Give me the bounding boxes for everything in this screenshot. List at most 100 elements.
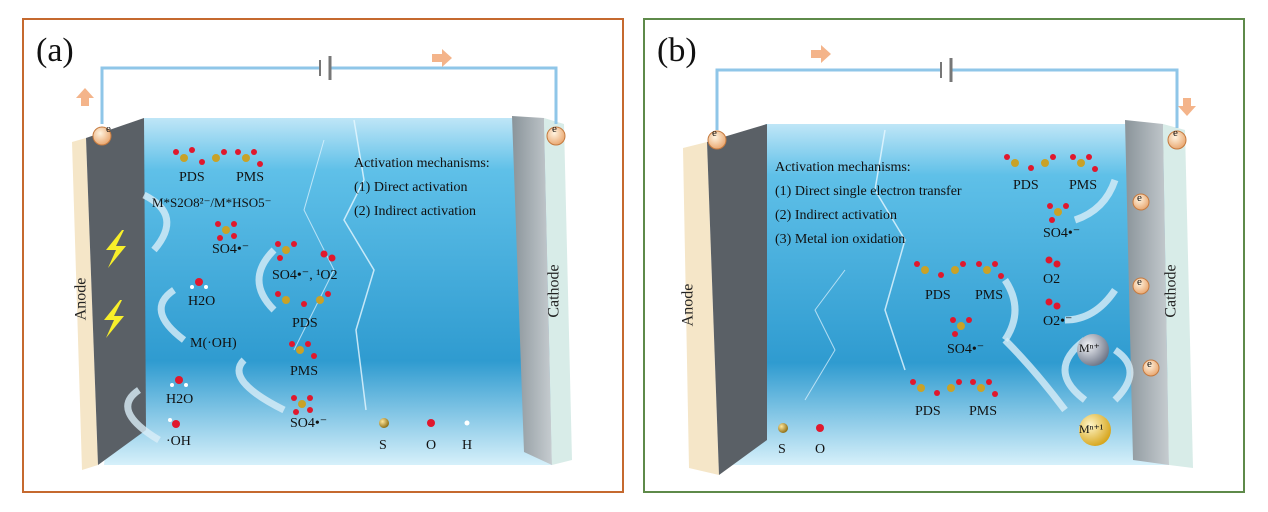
so4-o2-label: SO4•⁻, ¹O2 [272, 268, 338, 283]
panel-a: (a) e e Activation mechanisms: (1) Direc… [22, 18, 624, 493]
reaction-arrow [235, 357, 286, 414]
so4-label: SO4•⁻ [947, 342, 985, 357]
reaction-arrow [124, 387, 161, 444]
cathode-label: Cathode [545, 264, 563, 318]
pms-molecule-icon [289, 341, 317, 359]
lightning-icon [106, 230, 126, 268]
reaction-arrow [1112, 347, 1134, 403]
metal-ion-n1-label: Mⁿ⁺¹ [1079, 422, 1104, 436]
anode-wall [707, 124, 767, 475]
legend-h: H [462, 438, 473, 453]
reaction-arrow [1002, 337, 1068, 413]
panel-a-scene [72, 49, 572, 470]
electron-label: e [1137, 192, 1142, 204]
reaction-arrow [1002, 278, 1019, 342]
legend-s: S [379, 438, 387, 453]
pms-molecule-icon [235, 149, 263, 167]
hydroxyl-icon [168, 418, 180, 428]
sulfur-legend-icon [379, 418, 389, 428]
electron-label: e [712, 127, 717, 139]
wire-right [330, 66, 558, 124]
so4-label: SO4•⁻ [1043, 226, 1081, 241]
electron-icon [1132, 193, 1150, 211]
mechanism-2: (2) Indirect activation [775, 208, 898, 223]
pms-molecule-icon [970, 379, 998, 397]
pds-label: PDS [292, 316, 318, 331]
so4-molecule-icon [291, 395, 313, 415]
oxygen-legend-icon [427, 419, 435, 427]
anode-label: Anode [679, 283, 697, 327]
so4-label: SO4•⁻ [212, 242, 250, 257]
pms-molecule-icon [976, 261, 1004, 279]
electron-icon [1132, 277, 1150, 295]
reaction-arrow [1073, 178, 1119, 224]
legend-o: O [815, 442, 826, 457]
wire-left [715, 68, 941, 130]
electron-icon [1167, 130, 1187, 150]
o2-radical-molecule-icon [1045, 298, 1061, 310]
electron-label: e [1137, 276, 1142, 288]
o2-label: O2 [1043, 272, 1061, 287]
oxygen-legend-icon [816, 424, 824, 432]
pds-label: PDS [179, 170, 205, 185]
cathode-plate [544, 118, 572, 465]
so4-molecule-icon [275, 241, 336, 262]
reaction-arrow [1064, 287, 1118, 324]
pds-molecule-icon [275, 291, 331, 307]
cathode-wall [512, 116, 552, 465]
reaction-arrow [157, 287, 187, 343]
current-arrow-icon [432, 49, 452, 67]
sulfur-legend-icon [778, 423, 788, 433]
pds-molecule-icon [173, 147, 227, 165]
electron-icon [92, 126, 112, 146]
pms-label: PMS [236, 170, 265, 185]
lightning-streak [293, 139, 335, 351]
up-arrow-icon [76, 88, 94, 106]
metal-ion-n1-icon [1079, 414, 1111, 446]
water-molecule-icon [190, 278, 208, 289]
anode-plate [72, 138, 98, 470]
h2o-label: H2O [188, 294, 216, 309]
so4-molecule-icon [1047, 203, 1069, 223]
panel-a-tag: (a) [36, 32, 74, 69]
lightning-icon [104, 300, 124, 338]
anode-wall [86, 118, 146, 465]
lightning-streak [804, 269, 846, 401]
so4-label: SO4•⁻ [290, 416, 328, 431]
pms-label: PMS [969, 404, 998, 419]
pds-molecule-icon [910, 379, 962, 396]
mechanism-2: (2) Indirect activation [354, 204, 477, 219]
electron-label: e [1147, 358, 1152, 370]
pms-label: PMS [975, 288, 1004, 303]
electron-label: e [552, 123, 557, 135]
electron-icon [546, 126, 566, 146]
legend-o: O [426, 438, 437, 453]
oh-radical-label: ·OH [166, 434, 191, 449]
current-arrow-icon [811, 45, 831, 63]
m-oh-label: M(·OH) [190, 336, 237, 351]
metal-ion-n-icon [1077, 334, 1109, 366]
reaction-arrow [142, 191, 171, 253]
electron-icon [1142, 359, 1160, 377]
pds-molecule-icon [914, 261, 966, 278]
pds-molecule-icon [1004, 154, 1056, 171]
so4-molecule-icon [950, 317, 972, 337]
mechanism-1: (1) Direct single electron transfer [775, 184, 962, 199]
cathode-label: Cathode [1162, 264, 1180, 318]
h2o-label: H2O [166, 392, 194, 407]
mechanism-1: (1) Direct activation [354, 180, 468, 195]
hydrogen-legend-icon [464, 420, 470, 426]
electron-icon [707, 130, 727, 150]
wire-right [951, 68, 1179, 128]
water-molecule-icon [170, 376, 188, 387]
metal-ion-n-label: Mⁿ⁺ [1079, 341, 1100, 355]
anode-label: Anode [72, 277, 90, 321]
complex-label: M*S2O8²⁻/M*HSO5⁻ [152, 195, 272, 210]
electron-label: e [1173, 127, 1178, 139]
pms-molecule-icon [1070, 154, 1098, 172]
mechanism-title: Activation mechanisms: [354, 156, 490, 171]
down-arrow-icon [1178, 98, 1196, 116]
o2-molecule-icon [1045, 256, 1061, 268]
panel-b: (b) e e e e e Activation mechanisms: (1)… [643, 18, 1245, 493]
pds-label: PDS [1013, 178, 1039, 193]
